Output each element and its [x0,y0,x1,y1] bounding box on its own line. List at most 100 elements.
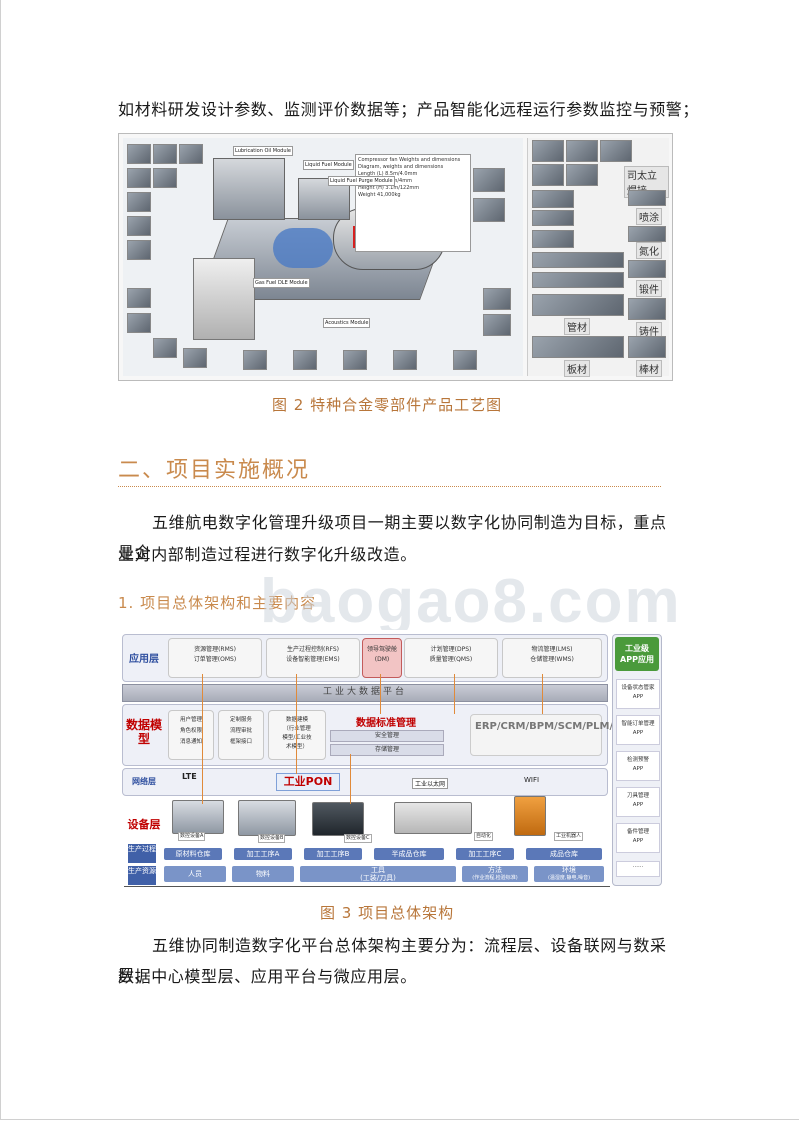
bottom-arrow-line [124,886,610,887]
part-thumbnail [343,350,367,370]
resource-env-sub: (温湿度,静电,噪音) [547,875,591,881]
network-layer-label: 网络层 [132,777,156,786]
part-thumbnail [566,164,598,186]
app-cell-text: 仓储管理(WMS) [530,656,574,663]
part-thumbnail [628,336,666,358]
resource-methods: 方法 (作业流程,检验标准) [462,866,528,882]
connector-line [350,754,351,804]
app-head-line: APP应用 [620,655,654,664]
part-thumbnail [127,216,151,236]
app-cell-text: 质量管理(QMS) [429,656,473,663]
model-cell-text: 角色权限 [179,728,202,734]
cnc-machine-a [172,800,224,834]
model-cell-text: 流程审批 [229,728,252,734]
para1-line2: 业对内部制造过程进行数字化升级改造。 [118,545,417,564]
industrial-ethernet-label: 工业以太网 [412,778,449,789]
device-a-label: 数控设备A [178,832,206,841]
device-c-label: 数控设备C [344,834,372,843]
app-item-text: 智能订单管理 [621,721,655,727]
part-thumbnail [153,338,177,358]
app-cell-text: (DM) [374,656,390,663]
resource-people: 人员 [164,866,226,882]
erp-text: ERP/CRM/BPM/SCM/PLM/PDM [475,721,639,732]
industrial-pon-box: 工业PON [276,773,340,791]
section-heading: 二、项目实施概况 [118,458,311,483]
part-thumbnail [532,140,564,162]
flow-semi-finished: 半成品仓库 [374,848,444,860]
app-item-text: APP [632,766,644,772]
part-thumbnail [532,210,574,226]
heading-divider [118,486,661,487]
resource-environment: 环境 (温湿度,静电,噪音) [534,866,604,882]
lubrication-module [213,158,285,220]
spec-line: Height (H) 3.1m/122mm [358,185,420,191]
connector-line [296,674,297,774]
figure-2-process-diagram: Compressor fan Weights and dimensions Di… [118,133,673,381]
erp-systems-box: ERP/CRM/BPM/SCM/PLM/PDM [470,714,639,756]
app-cell-text: 生产过程控制(RFS) [286,646,339,653]
connector-line [202,674,203,804]
part-thumbnail [532,252,624,268]
resource-tools-title: 工具 [371,866,385,874]
security-mgmt-bar: 安全管理 [330,730,444,742]
part-thumbnail [628,190,666,206]
flow-raw-material: 原材料仓库 [164,848,222,860]
part-thumbnail [127,144,151,164]
part-thumbnail [532,164,564,186]
part-thumbnail [127,240,151,260]
app-cell-text: 计划管理(DPS) [430,646,472,653]
part-thumbnail [566,140,598,162]
wifi-icon: WIFI [524,776,540,784]
spec-line: Length (L) 8.5m/4.0mm [358,171,418,177]
label-nitriding: 氮化 [636,242,662,259]
app-item-text: 检测预警 [626,757,649,763]
turbine-module-illustration: Compressor fan Weights and dimensions Di… [123,138,523,376]
app-cell-text: 物流管理(LMS) [531,646,573,653]
part-thumbnail [127,313,151,333]
flow-process-c: 加工工序C [456,848,514,860]
app-cell-logistics: 物流管理(LMS) 仓储管理(WMS) [502,638,602,678]
process-thumbnails-panel: 司太立焊接 喷涂 氮化 锻件 管材 铸件 板材 棒材 [527,138,669,377]
part-thumbnail [153,144,177,164]
spec-box: Compressor fan Weights and dimensions Di… [355,154,471,252]
app-more[interactable]: ...... [616,861,660,877]
resource-tools-sub: (工装/刀具) [360,874,396,882]
flow-finished-goods: 成品仓库 [526,848,602,860]
part-thumbnail [532,272,624,288]
production-process-label: 生产过程 [128,844,156,863]
app-panel-header: 工业级 APP应用 [615,637,659,671]
cnc-machine-c [312,802,364,836]
app-inspection-alert[interactable]: 检测预警 APP [616,751,660,781]
model-cell-modeling: 数据建模 （行业管理 模型/工业技 术模型） [268,710,326,760]
app-tool-mgmt[interactable]: 刀具管理 APP [616,787,660,817]
subsection-heading: 1. 项目总体架构和主要内容 [118,594,317,612]
part-thumbnail [243,350,267,370]
spec-line: Diagram, weights and dimensions [358,164,444,170]
resource-methods-sub: (作业流程,检验标准) [472,875,518,881]
app-item-text: APP [632,838,644,844]
connector-line [454,674,455,714]
model-cell-text: 模型/工业技 [269,734,325,743]
part-thumbnail [600,140,632,162]
device-b-label: 数控设备B [258,834,286,843]
part-thumbnail [532,190,574,208]
flow-process-b: 加工工序B [304,848,362,860]
app-order-mgmt[interactable]: 智能订单管理 APP [616,715,660,745]
app-equipment-status[interactable]: 设备状态管家 APP [616,679,660,709]
robot-label: 工业机器人 [554,832,584,841]
part-thumbnail [473,168,505,192]
model-cell-services: 定制服务 流程审批 框架接口 [218,710,264,760]
body-line-1: 如材料研发设计参数、监测评价数据等；产品智能化远程运行参数监控与预警； [118,100,700,119]
automation-label: 自动化 [474,832,494,841]
network-layer-row [122,768,608,796]
app-cell-text: 订单管理(OMS) [193,656,237,663]
resource-env-title: 环境 [562,866,576,874]
flow-process-a: 加工工序A [234,848,292,860]
resource-tools: 工具 (工装/刀具) [300,866,456,882]
app-spare-parts[interactable]: 备件管理 APP [616,823,660,853]
part-thumbnail [628,226,666,242]
cnc-machine-b [238,800,296,836]
app-cell-resources: 资源管理(RMS) 订单管理(OMS) [168,638,262,678]
para2-line2: 数据中心模型层、应用平台与微应用层。 [118,967,417,986]
